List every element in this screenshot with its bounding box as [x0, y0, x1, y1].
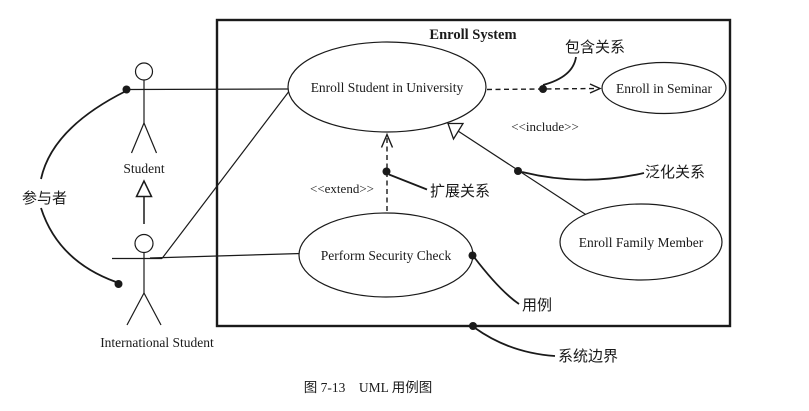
annotation-use-case: 用例	[468, 251, 552, 314]
actor-generalization-triangle-icon	[135, 179, 153, 198]
student-leg-right	[143, 122, 158, 154]
generalization-annotation-label: 泛化关系	[645, 164, 705, 181]
system-title: Enroll System	[429, 27, 516, 43]
use-case-enroll-family-label: Enroll Family Member	[579, 235, 704, 250]
international-student-label: International Student	[100, 335, 214, 350]
include-relationship: <<include>>	[486, 83, 602, 134]
actor-international-student	[112, 233, 162, 326]
generalization-triangle-icon	[447, 122, 465, 141]
figure-caption: 图 7-13 UML 用例图	[304, 380, 433, 395]
system-boundary-annotation-label: 系统边界	[558, 348, 618, 365]
extend-arrowhead-icon	[380, 132, 394, 148]
include-arrowhead-icon	[589, 83, 602, 94]
annotation-extend: 扩展关系	[388, 173, 490, 200]
extend-stereotype-label: <<extend>>	[310, 181, 374, 196]
use-case-enroll-university-label: Enroll Student in University	[311, 80, 464, 95]
international-student-head-icon	[134, 233, 154, 254]
include-pointer-dot	[539, 85, 547, 93]
annotation-include: 包含关系	[542, 39, 625, 86]
association-international-security	[149, 252, 302, 259]
associations	[125, 88, 302, 259]
actor-student	[130, 62, 158, 154]
actor-pointer-dot-international	[114, 280, 123, 288]
international-student-leg-left	[126, 292, 145, 326]
use-case-enroll-seminar-ellipse	[601, 61, 727, 115]
extend-pointer-dot	[382, 167, 391, 176]
student-head-icon	[134, 62, 154, 81]
use-case-enroll-university-ellipse	[287, 41, 487, 133]
use-case-annotation-curve	[473, 256, 520, 305]
include-stereotype-label: <<include>>	[511, 119, 579, 134]
international-student-leg-right	[143, 292, 162, 326]
extend-annotation-label: 扩展关系	[430, 183, 490, 200]
association-international-university	[161, 89, 291, 259]
actor-annotation-label: 参与者	[22, 190, 67, 207]
use-case-enroll-seminar-label: Enroll in Seminar	[616, 81, 712, 96]
actor-annotation-curve-upper	[40, 90, 127, 180]
annotation-system-boundary: 系统边界	[469, 322, 618, 365]
generalization-annotation-curve	[521, 171, 645, 181]
include-annotation-curve	[542, 56, 577, 86]
association-student-university	[125, 88, 290, 91]
generalization-family-to-university-line	[457, 130, 589, 217]
student-leg-left	[130, 122, 145, 154]
system-boundary-annotation-curve	[474, 327, 556, 357]
use-cases: Enroll Student in University Enroll in S…	[287, 41, 727, 298]
student-label: Student	[123, 161, 165, 176]
actor-generalization	[135, 179, 153, 224]
use-case-security-check-label: Perform Security Check	[321, 248, 452, 263]
actor-annotation-curve-lower	[40, 207, 117, 283]
use-case-enroll-family-ellipse	[559, 203, 723, 281]
extend-annotation-leader	[388, 173, 428, 191]
extend-relationship: <<extend>>	[310, 132, 394, 211]
annotation-generalization: 泛化关系	[521, 164, 705, 181]
include-annotation-label: 包含关系	[565, 39, 625, 56]
generalization-pointer-dot	[514, 167, 522, 175]
use-case-annotation-label: 用例	[522, 297, 552, 314]
annotation-actor: 参与者	[22, 90, 127, 283]
